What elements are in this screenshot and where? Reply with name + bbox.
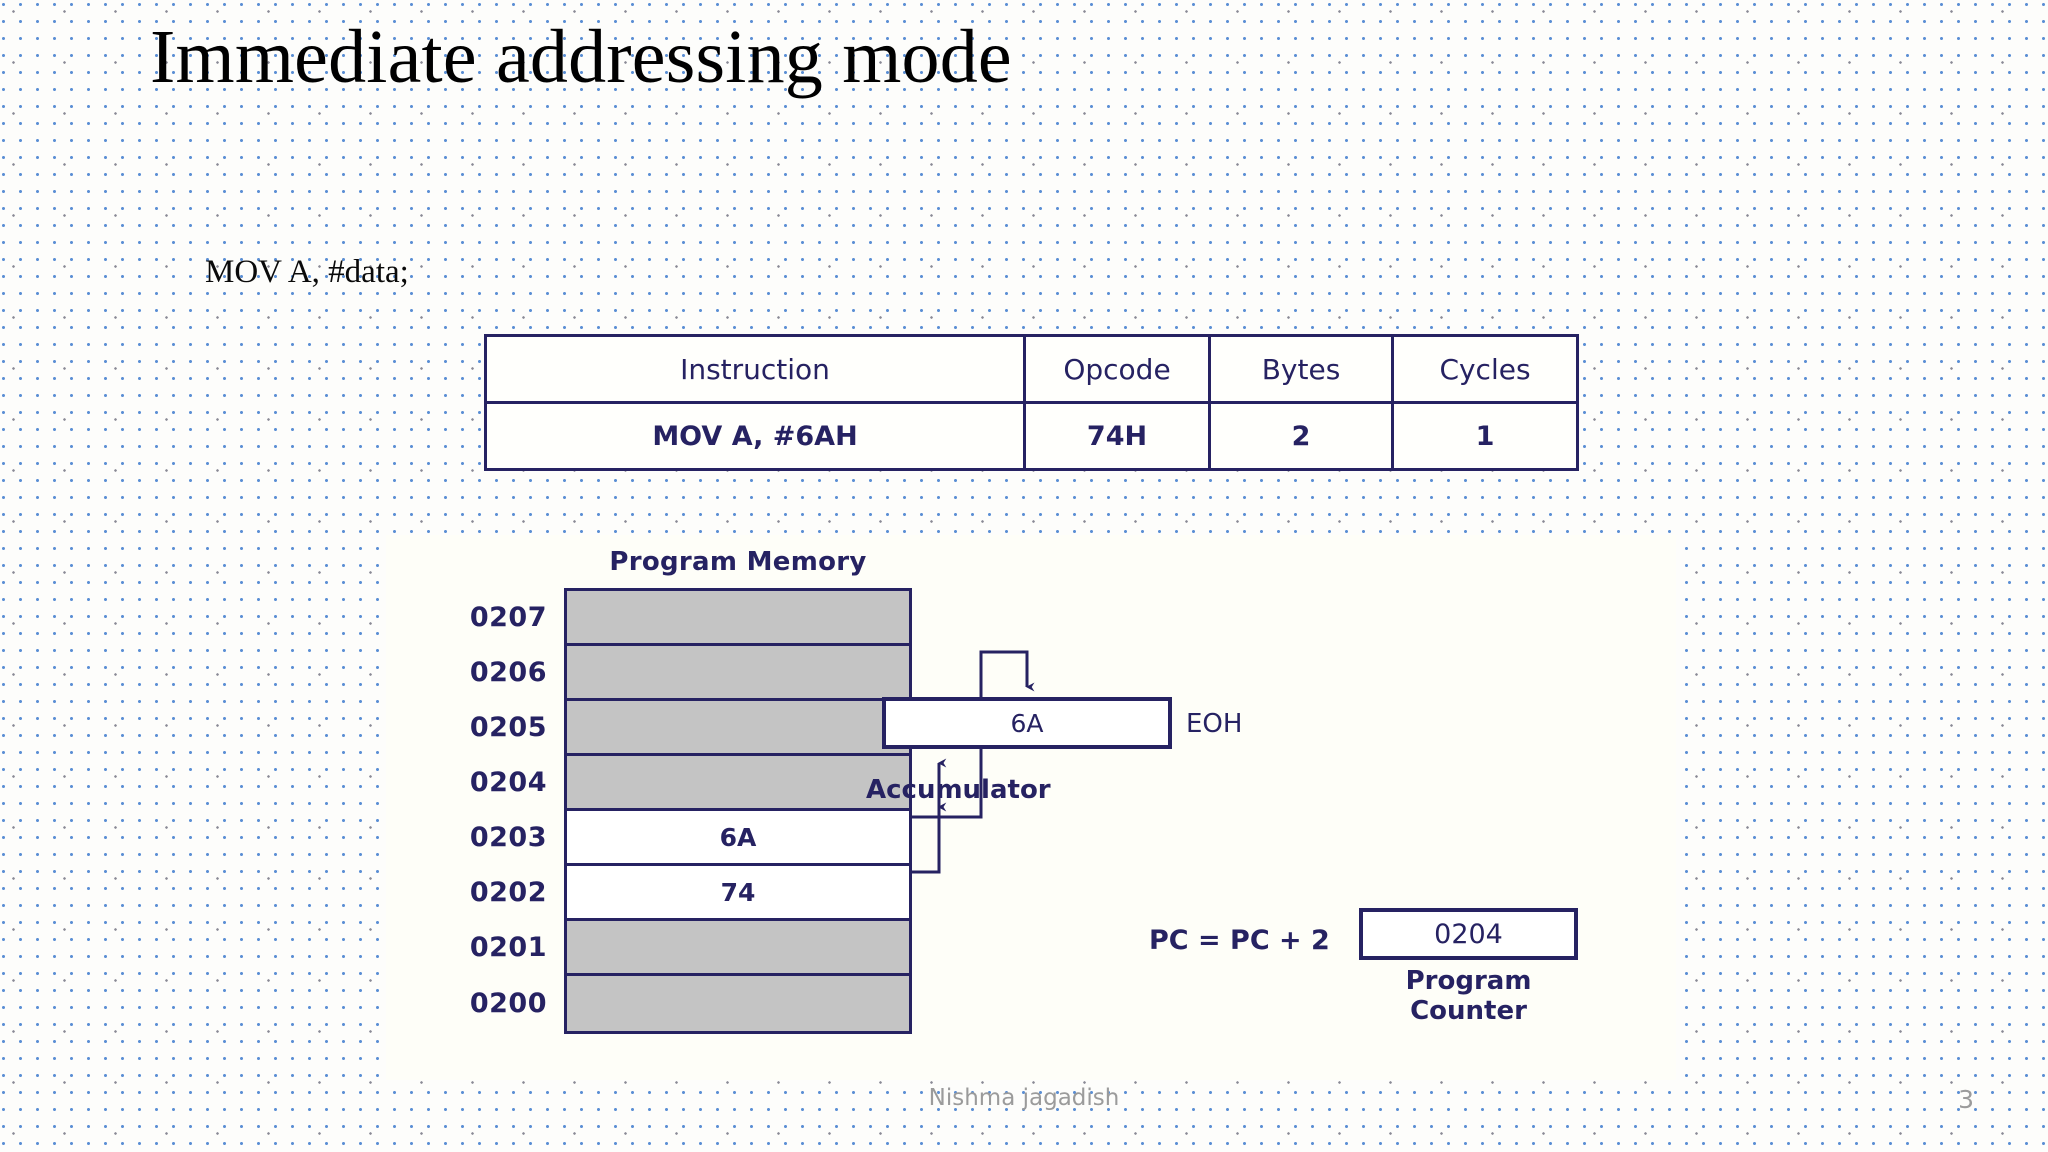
accumulator-box: 6A bbox=[882, 697, 1172, 749]
memory-row: 0202 74 bbox=[470, 866, 909, 921]
footer-author: Nishma jagadish bbox=[928, 1085, 1120, 1111]
memory-row: 0203 6A bbox=[470, 811, 909, 866]
memory-address-label: 0202 bbox=[469, 876, 547, 908]
memory-row: 0207 bbox=[470, 591, 909, 646]
accumulator-side-label: EOH bbox=[1186, 709, 1243, 739]
memory-address-label: 0205 bbox=[469, 711, 547, 743]
cell-opcode: 74H bbox=[1023, 401, 1211, 471]
column-header-bytes: Bytes bbox=[1208, 334, 1394, 404]
table-row: MOV A, #6AH 74H 2 1 bbox=[484, 401, 1579, 471]
memory-address-label: 0206 bbox=[469, 656, 547, 688]
cell-instruction: MOV A, #6AH bbox=[484, 401, 1026, 471]
memory-address-label: 0204 bbox=[469, 766, 547, 798]
program-memory-label: Program Memory bbox=[609, 547, 867, 577]
program-counter-value: 0204 bbox=[1434, 918, 1503, 950]
memory-row: 0205 bbox=[470, 701, 909, 756]
column-header-instruction: Instruction bbox=[484, 334, 1026, 404]
memory-address-label: 0207 bbox=[469, 601, 547, 633]
page-title: Immediate addressing mode bbox=[150, 15, 1012, 99]
memory-row: 0206 bbox=[470, 646, 909, 701]
instruction-syntax-line: MOV A, #data; bbox=[205, 254, 409, 290]
memory-cell-value: 6A bbox=[719, 822, 757, 852]
memory-address-label: 0200 bbox=[469, 988, 547, 1019]
table-header-row: Instruction Opcode Bytes Cycles bbox=[484, 334, 1579, 404]
program-counter-box: 0204 bbox=[1359, 908, 1578, 960]
cell-bytes: 2 bbox=[1208, 401, 1394, 471]
memory-address-label: 0203 bbox=[469, 821, 547, 853]
accumulator-value: 6A bbox=[1010, 708, 1044, 738]
column-header-opcode: Opcode bbox=[1023, 334, 1211, 404]
memory-diagram-panel: Program Memory 0207 0206 0205 0204 0203 … bbox=[386, 535, 1676, 1080]
footer-page-number: 3 bbox=[1958, 1085, 1974, 1114]
program-counter-expression: PC = PC + 2 bbox=[1149, 925, 1330, 956]
column-header-cycles: Cycles bbox=[1391, 334, 1579, 404]
program-counter-label: Program Counter bbox=[1405, 966, 1532, 1026]
memory-cell-value: 74 bbox=[720, 877, 756, 907]
cell-cycles: 1 bbox=[1391, 401, 1579, 471]
accumulator-label: Accumulator bbox=[866, 775, 1051, 805]
memory-address-label: 0201 bbox=[469, 931, 547, 963]
memory-row: 0201 bbox=[470, 921, 909, 976]
memory-row: 0204 bbox=[470, 756, 909, 811]
program-memory-stack: 0207 0206 0205 0204 0203 6A 0202 74 bbox=[470, 588, 912, 1034]
memory-row: 0200 bbox=[470, 976, 909, 1031]
instruction-table: Instruction Opcode Bytes Cycles MOV A, #… bbox=[484, 334, 1579, 471]
